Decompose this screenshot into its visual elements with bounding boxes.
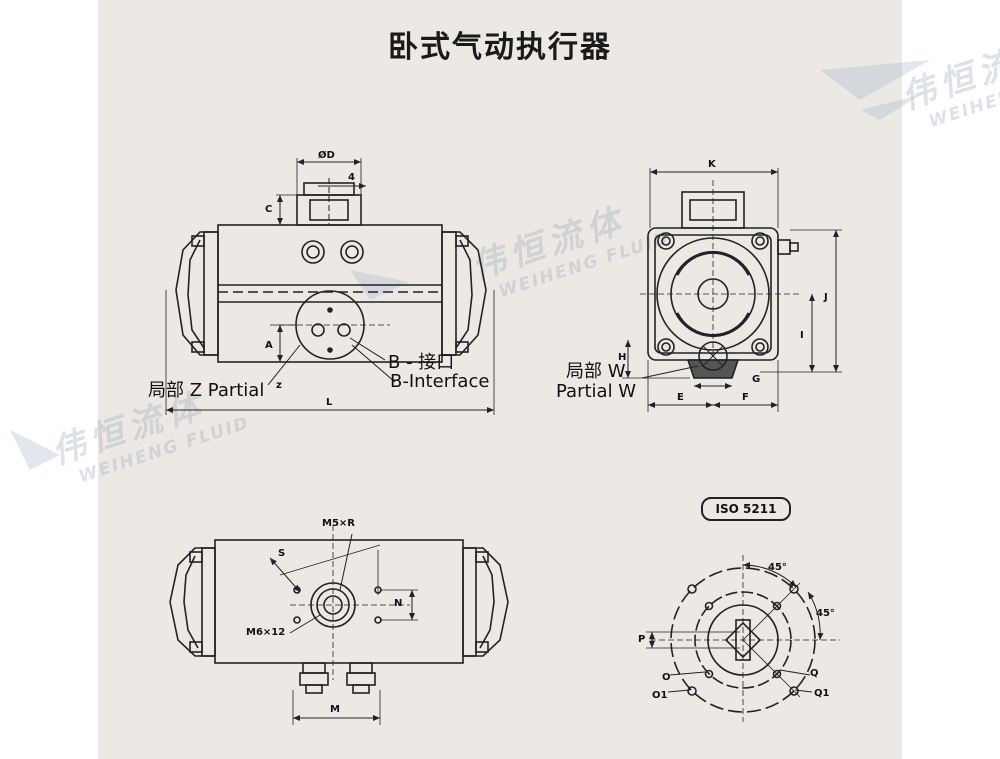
dim-label-4: 4 <box>348 172 355 183</box>
dim-label-h: H <box>618 352 627 363</box>
dim-label-k: K <box>708 159 716 170</box>
angle-label-2: 45° <box>816 608 835 619</box>
dim-label-n: N <box>394 598 403 609</box>
drawing-canvas <box>98 0 902 759</box>
b-interface-label-en: B-Interface <box>390 371 490 392</box>
dim-label-j: J <box>824 292 828 303</box>
partial-w-label-cn: 局部 W <box>566 361 626 382</box>
z-mark: z <box>276 380 282 391</box>
dim-label-od: ØD <box>318 150 335 161</box>
dim-label-o: O <box>662 672 671 683</box>
iso-flange-view <box>646 555 840 722</box>
front-view <box>165 158 495 415</box>
bottom-view <box>169 525 509 725</box>
b-interface-label-cn: B - 接口 <box>388 352 455 373</box>
watermark-swoosh <box>10 60 930 470</box>
dim-label-i: I <box>800 330 804 341</box>
dim-label-e: E <box>677 392 684 403</box>
dim-label-q: Q <box>810 668 819 679</box>
dim-label-o1: O1 <box>652 690 668 701</box>
dim-label-m: M <box>330 704 340 715</box>
dim-label-m6: M6×12 <box>246 627 286 638</box>
dim-label-c: C <box>265 204 273 215</box>
page-title: 卧式气动执行器 <box>388 30 612 65</box>
partial-z-label: 局部 Z Partial <box>148 380 265 401</box>
side-view <box>622 168 842 412</box>
dim-label-p: P <box>638 634 646 645</box>
iso-5211-badge: ISO 5211 <box>701 497 791 521</box>
dim-label-g: G <box>752 374 761 385</box>
dim-label-f: F <box>742 392 749 403</box>
dim-label-a: A <box>265 340 273 351</box>
angle-label-1: 45° <box>768 562 787 573</box>
dim-label-q1: Q1 <box>814 688 830 699</box>
dim-label-l: L <box>326 397 333 408</box>
dim-label-m5: M5×R <box>322 518 355 529</box>
partial-w-label-en: Partial W <box>556 381 637 402</box>
dim-label-s: S <box>278 548 286 559</box>
